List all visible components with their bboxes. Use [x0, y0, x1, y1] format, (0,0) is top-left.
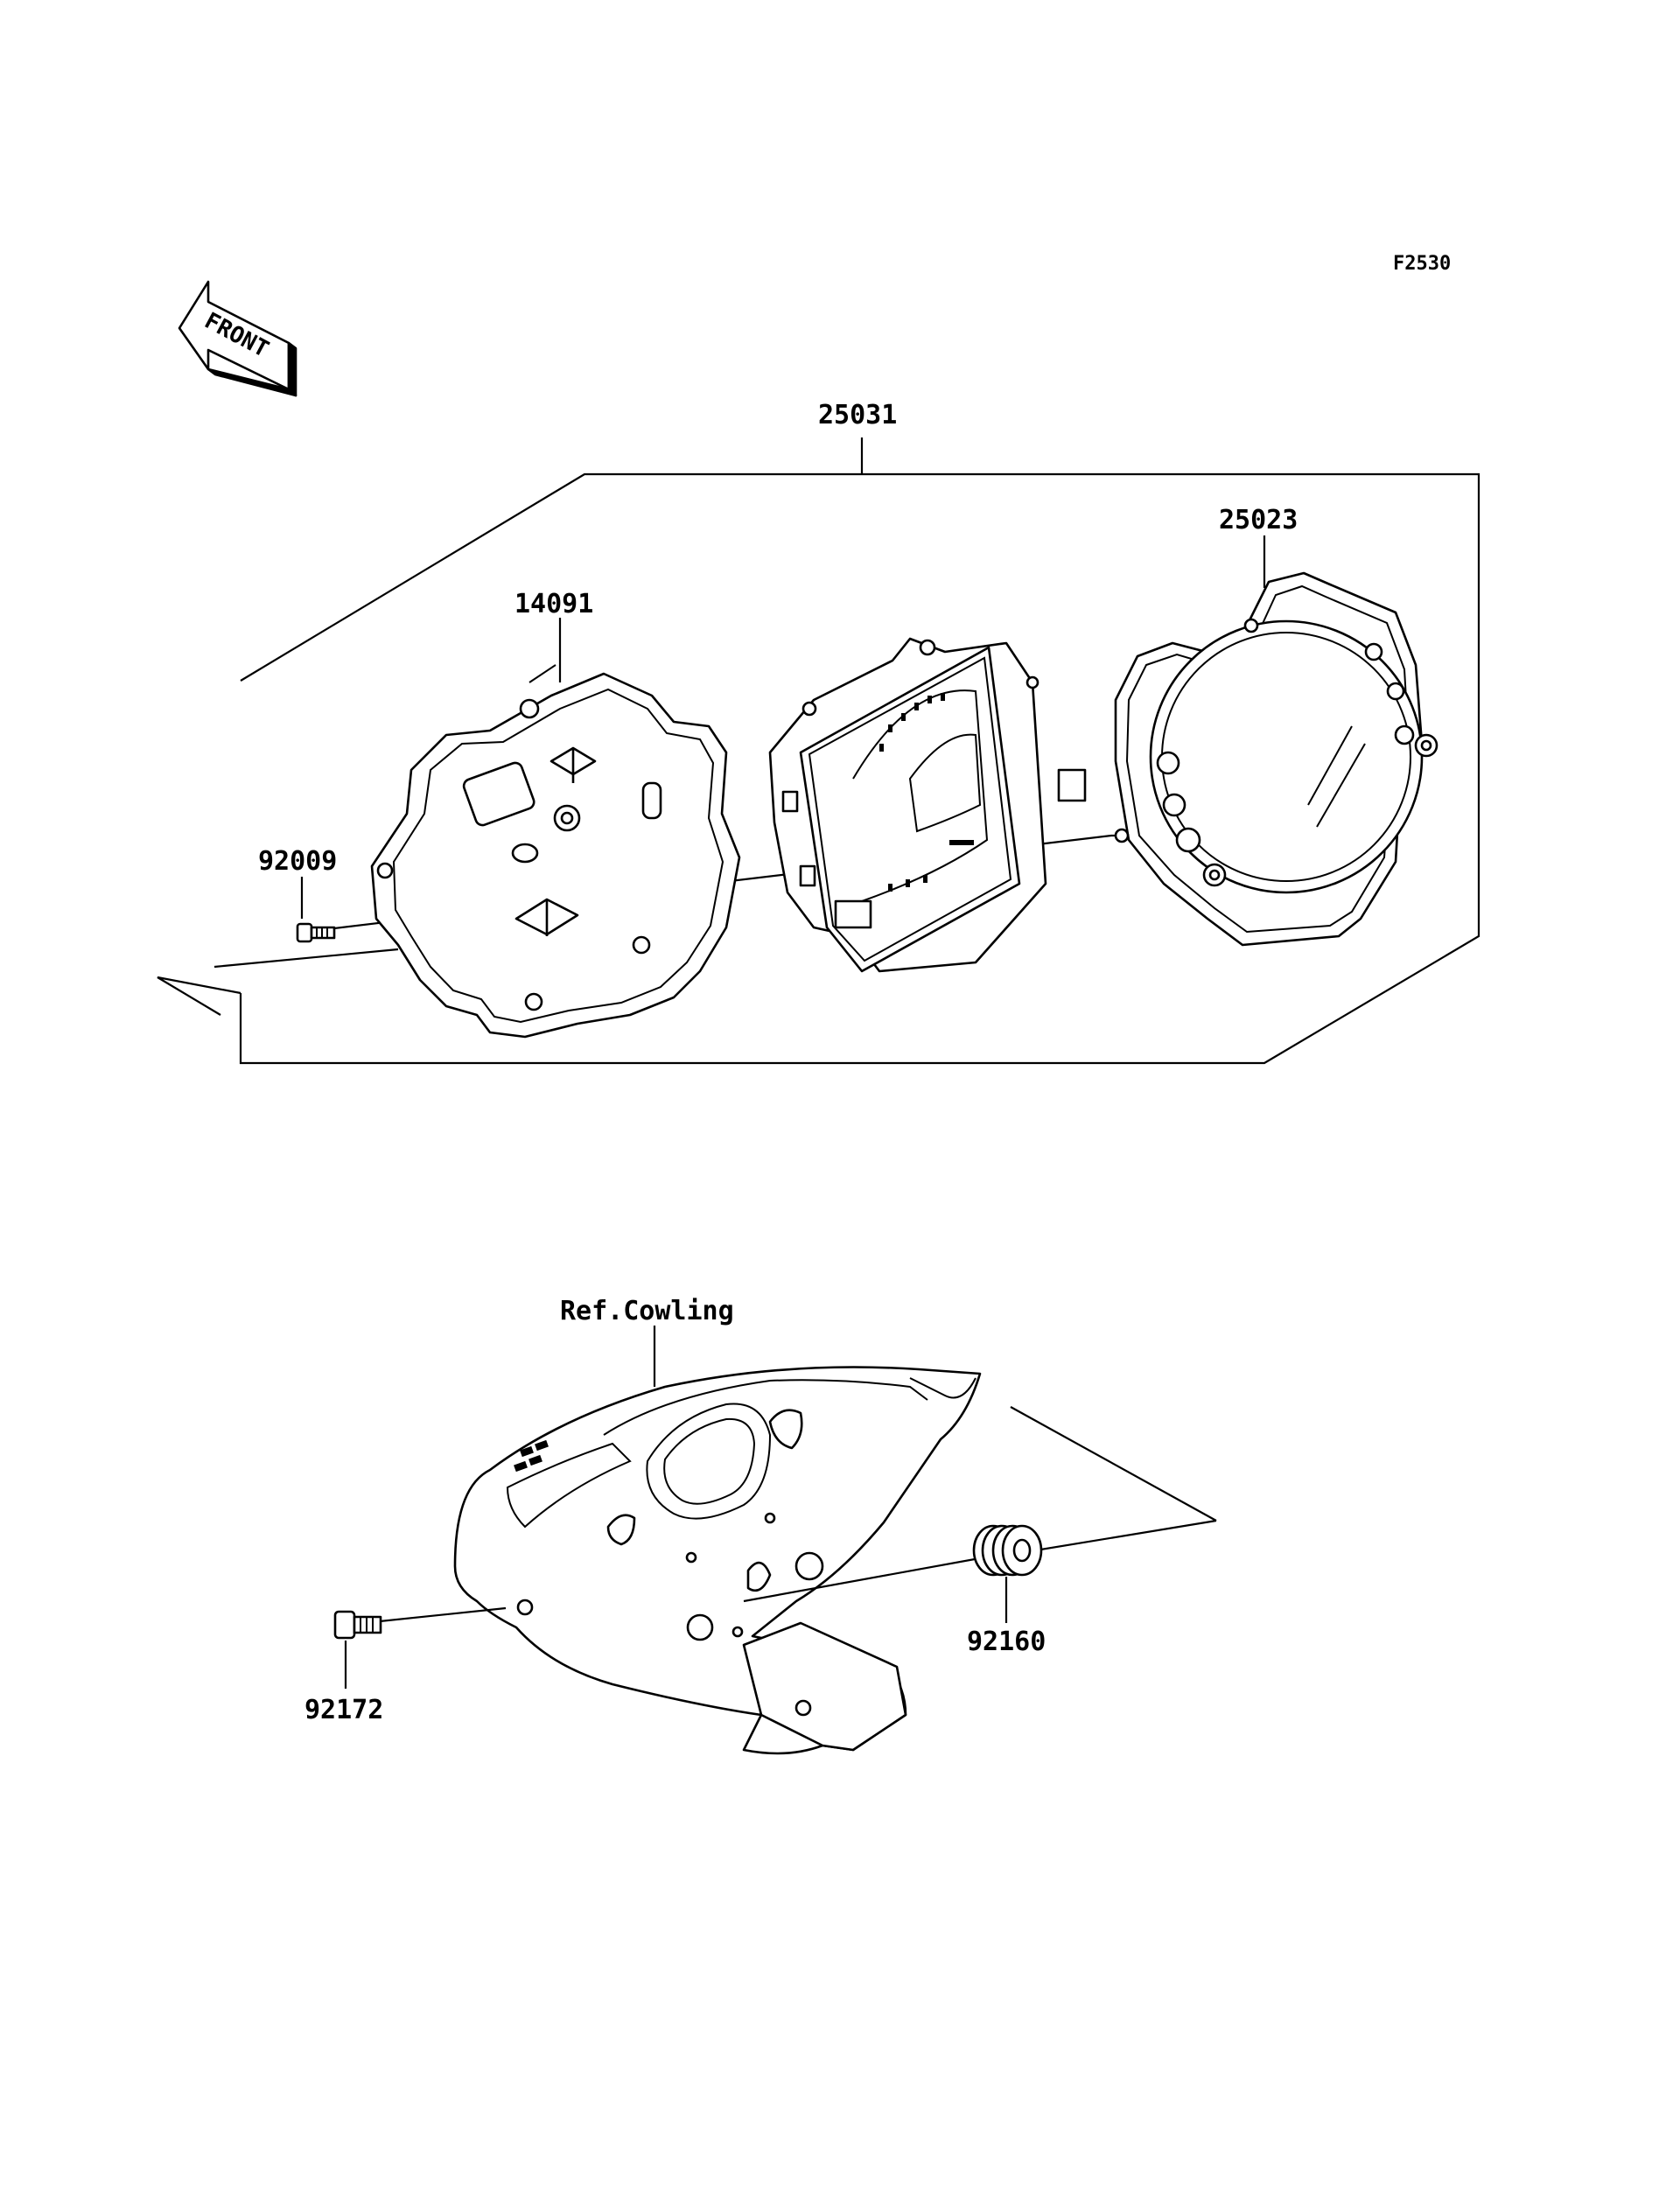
front-arrow-icon: FRONT [178, 280, 298, 397]
assembly-frame [157, 437, 1480, 1065]
meter-unit [768, 637, 1087, 973]
meter-upper-case [1114, 571, 1438, 947]
bolt-92172 [333, 1610, 382, 1640]
screw-92009 [296, 922, 336, 943]
label-25023: 25023 [1219, 505, 1298, 535]
figure-code: F2530 [1393, 253, 1451, 275]
grommet-92160 [972, 1524, 1043, 1577]
label-25031: 25031 [818, 400, 897, 430]
label-14091: 14091 [514, 589, 593, 619]
cowling [453, 1366, 982, 1755]
meter-lower-case [370, 664, 741, 1039]
label-92172: 92172 [304, 1695, 383, 1725]
label-92009: 92009 [258, 846, 337, 877]
label-ref-cowling: Ref.Cowling [560, 1296, 734, 1326]
label-92160: 92160 [967, 1627, 1046, 1657]
